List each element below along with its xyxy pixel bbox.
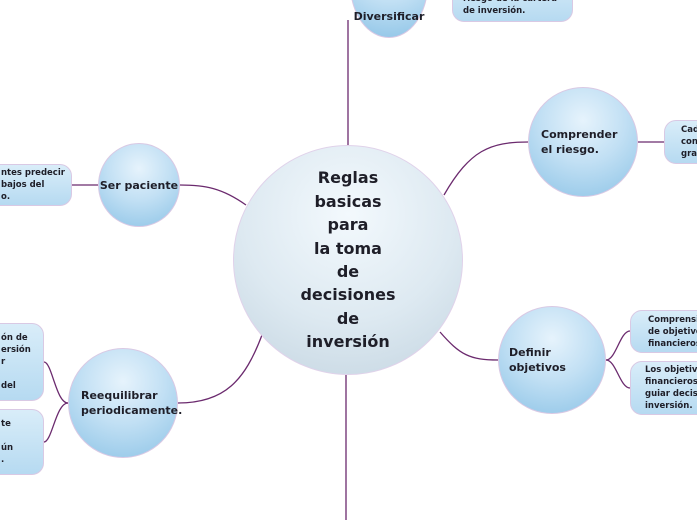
node-ser-paciente[interactable]: Ser paciente (98, 143, 180, 227)
node-comprender-riesgo[interactable]: Comprender el riesgo. (528, 87, 638, 197)
node-definir-objetivos[interactable]: Definir objetivos (498, 306, 606, 414)
connector-reequilibrar-leaf-1 (43, 361, 69, 404)
node-comprender-riesgo-label: Comprender el riesgo. (541, 128, 618, 156)
connector-center-ser-paciente (179, 184, 247, 206)
connector-definir-leaf-1 (605, 330, 631, 361)
leaf-definir-objetivos-2[interactable]: Los objetivos financieros d guiar decisi… (630, 361, 697, 415)
node-diversificar-label: Diversificar (353, 9, 425, 23)
node-reequilibrar-label: Reequilibrar periodicamente. (81, 389, 183, 417)
node-definir-objetivos-label: Definir objetivos (509, 346, 566, 374)
leaf-reequilibrar-2-text: te ún . (1, 419, 14, 465)
leaf-definir-objetivos-2-text: Los objetivos financieros d guiar decisi… (645, 365, 697, 411)
leaf-definir-objetivos-1-text: Comprensión de objetivos financieros. (648, 314, 697, 349)
center-node[interactable]: Reglas basicas para la toma de decisione… (233, 145, 463, 375)
center-node-title: Reglas basicas para la toma de decisione… (300, 168, 396, 352)
leaf-reequilibrar-2[interactable]: te ún . (0, 409, 44, 475)
connector-definir-leaf-2 (605, 359, 631, 389)
leaf-comprender-riesgo-text: Cad con grad (681, 125, 697, 159)
connector-center-reequilibrar (177, 334, 263, 404)
connector-reequilibrar-leaf-2 (43, 402, 69, 443)
leaf-diversificar-text: riesgo de la cartera de inversión. (463, 0, 557, 16)
leaf-comprender-riesgo[interactable]: Cad con grad (664, 120, 697, 164)
leaf-reequilibrar-1-text: ón de ersión r del (1, 333, 31, 391)
node-reequilibrar[interactable]: Reequilibrar periodicamente. (68, 348, 183, 458)
leaf-ser-paciente-text: ntes predecir bajos del o. (1, 168, 65, 202)
connector-center-comprender (443, 141, 529, 196)
leaf-definir-objetivos-1[interactable]: Comprensión de objetivos financieros. (630, 310, 697, 353)
leaf-reequilibrar-1[interactable]: ón de ersión r del (0, 323, 44, 401)
node-ser-paciente-label: Ser paciente (99, 178, 179, 192)
connector-center-definir (439, 331, 499, 361)
leaf-diversificar[interactable]: riesgo de la cartera de inversión. (452, 0, 573, 22)
leaf-ser-paciente[interactable]: ntes predecir bajos del o. (0, 164, 72, 206)
